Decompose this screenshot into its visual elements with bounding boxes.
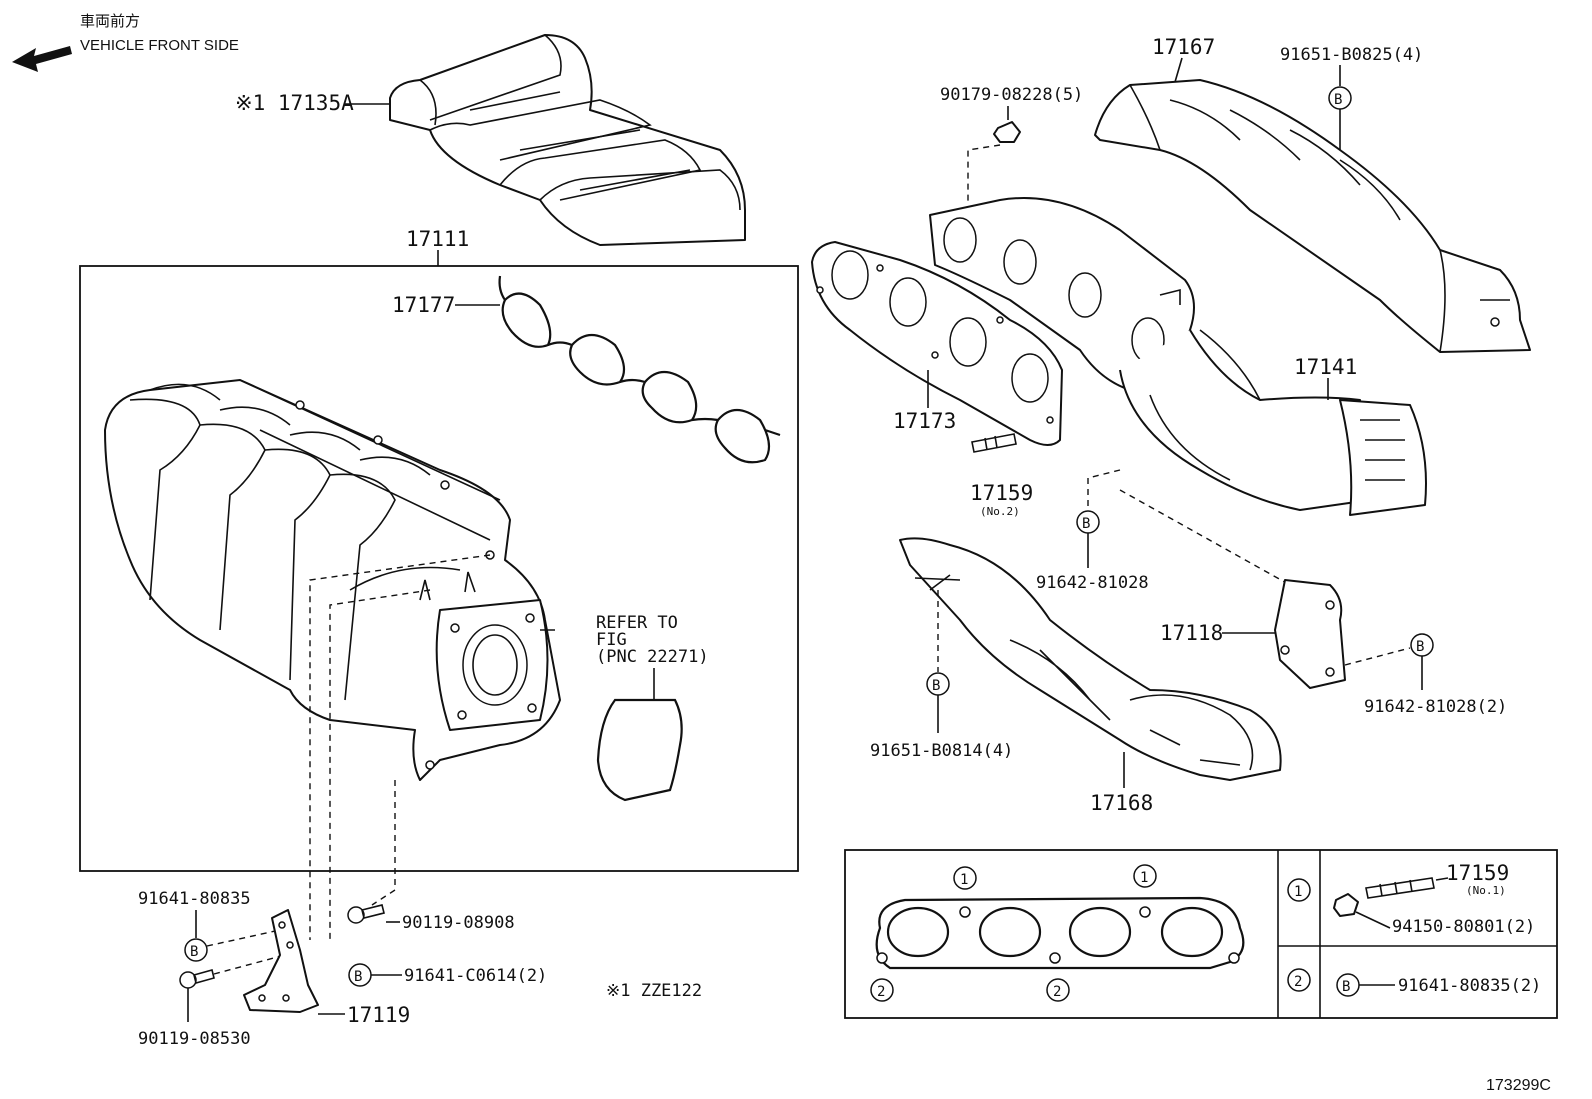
note-zze122: ※1 ZZE122 (606, 981, 702, 1001)
diagram-code: 173299C (1486, 1077, 1551, 1094)
svg-text:B: B (354, 969, 362, 985)
refer-line1: REFER TO (596, 613, 678, 633)
refer-line2: FIG (596, 630, 627, 650)
nut-90179-08228 (993, 121, 1021, 143)
svg-text:2: 2 (1053, 984, 1061, 1000)
label-no2: (No.2) (980, 505, 1020, 518)
label-17167: 17167 (1152, 35, 1215, 59)
intake-manifold-box (79, 265, 799, 872)
svg-text:2: 2 (877, 984, 885, 1000)
label-17173: 17173 (893, 409, 956, 433)
intake-manifold (104, 379, 561, 781)
label-91641-80835: 91641-80835 (138, 889, 251, 909)
bracket-17118 (1274, 579, 1346, 689)
svg-text:B: B (1416, 639, 1424, 655)
svg-text:B: B (1342, 979, 1350, 995)
label-90179-08228: 90179-08228(5) (940, 85, 1083, 105)
svg-text:1: 1 (960, 872, 968, 888)
label-90119-08530: 90119-08530 (138, 1029, 251, 1049)
svg-text:B: B (932, 678, 940, 694)
svg-text:1: 1 (1140, 870, 1148, 886)
label-17141: 17141 (1294, 355, 1357, 379)
heat-insulator-17168 (899, 537, 1282, 781)
label-90119-08908: 90119-08908 (402, 913, 515, 933)
svg-text:B: B (1334, 92, 1342, 108)
label-17159: 17159 (970, 481, 1033, 505)
label-17119: 17119 (347, 1003, 410, 1027)
label-91651-b0825: 91651-B0825(4) (1280, 45, 1423, 65)
svg-text:2: 2 (1294, 974, 1302, 990)
svg-text:B: B (190, 944, 198, 960)
mark-b-circle (184, 938, 208, 962)
legend-label-no1: (No.1) (1466, 884, 1506, 897)
throttle-gasket (596, 698, 683, 802)
legend-label-91641-80835: 91641-80835(2) (1398, 976, 1541, 996)
label-17177: 17177 (392, 293, 455, 317)
exhaust-gasket-17173 (811, 241, 1063, 446)
legend-label-94150-80801: 94150-80801(2) (1392, 917, 1535, 937)
label-17168: 17168 (1090, 791, 1153, 815)
vehicle-front-jp: 車両前方 (80, 12, 140, 30)
legend-box: 1 1 2 2 1 2 B (844, 849, 1558, 1019)
insulator-17135a (389, 34, 746, 246)
exhaust-manifold-17141 (929, 197, 1427, 516)
label-91641-c0614: 91641-C0614(2) (404, 966, 547, 986)
bolt-90119-08530 (179, 969, 215, 989)
label-91642-81028: 91642-81028 (1036, 573, 1149, 593)
legend-label-17159: 17159 (1446, 861, 1509, 885)
label-91651-b0814: 91651-B0814(4) (870, 741, 1013, 761)
label-17118: 17118 (1160, 621, 1223, 645)
bolt-90119-08908 (347, 904, 385, 924)
svg-text:B: B (1082, 516, 1090, 532)
label-91642-81028-2: 91642-81028(2) (1364, 697, 1507, 717)
svg-text:1: 1 (1294, 884, 1302, 900)
front-arrow-icon (12, 46, 72, 72)
label-17111: 17111 (406, 227, 469, 251)
vehicle-front-label: VEHICLE FRONT SIDE (80, 37, 239, 54)
gasket-17177 (498, 275, 781, 464)
label-17135a: ※1 17135A (235, 91, 354, 115)
bracket-17119 (243, 909, 319, 1013)
stud-17159-no2 (971, 433, 1017, 453)
heat-insulator-17167 (1094, 79, 1531, 353)
refer-line3: (PNC 22271) (596, 647, 709, 667)
